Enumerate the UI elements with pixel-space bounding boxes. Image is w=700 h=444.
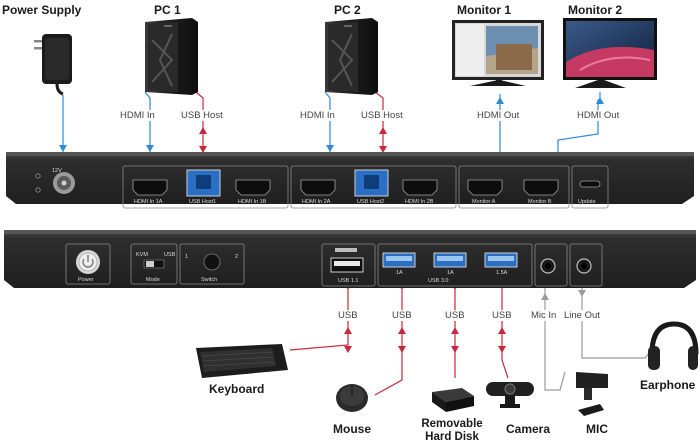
conn-label-hdmi-in-1: HDMI In — [119, 110, 156, 121]
conn-label-line-out: Line Out — [563, 310, 601, 321]
label-mouse: Mouse — [333, 422, 372, 436]
line-keyboard — [289, 286, 349, 351]
label-keyboard: Keyboard — [209, 382, 265, 396]
panel-label-usb-host1: USB Host1 — [189, 199, 217, 205]
label-earphone: Earphone — [640, 378, 696, 392]
front-panel — [4, 230, 696, 288]
monitor1-icon — [452, 20, 544, 86]
mouse-icon — [336, 384, 368, 412]
panel-label-1-5a: 1.5A — [496, 270, 508, 276]
line-mic — [544, 282, 566, 391]
panel-label-monitor-b: Monitor B — [528, 199, 552, 205]
panel-label-usb-3-0: USB 3.0 — [428, 278, 449, 284]
panel-label-switch-1: 1 — [185, 254, 189, 260]
label-pc1: PC 1 — [154, 3, 181, 17]
panel-label-kvm: KVM — [136, 252, 148, 258]
conn-label-usb-host-1: USB Host — [180, 110, 224, 121]
label-monitor1: Monitor 1 — [457, 3, 511, 17]
panel-label-usb-host2: USB Host2 — [357, 199, 385, 205]
panel-label-update: Update — [578, 199, 596, 205]
panel-label-switch: Switch — [201, 277, 218, 283]
panel-label-usb-1-1: USB 1.1 — [338, 278, 359, 284]
conn-label-hdmi-out-1: HDMI Out — [476, 110, 521, 121]
panel-label-switch-2: 2 — [235, 254, 239, 260]
conn-label-hdmi-in-2: HDMI In — [299, 110, 336, 121]
line-pc2-usb — [374, 91, 384, 160]
panel-label-mode: Mode — [146, 277, 160, 283]
line-mouse — [374, 286, 403, 396]
label-power-supply: Power Supply — [2, 3, 82, 17]
connector-markers — [59, 97, 604, 353]
label-mic: MIC — [586, 422, 608, 436]
line-pc1-usb — [195, 91, 204, 160]
back-panel — [6, 152, 694, 209]
conn-label-usb-camera: USB — [491, 310, 513, 321]
conn-label-usb-keyboard: USB — [337, 310, 359, 321]
label-monitor2: Monitor 2 — [568, 3, 622, 17]
panel-label-1a-second: 1A — [447, 270, 454, 276]
conn-label-hdmi-out-2: HDMI Out — [576, 110, 621, 121]
panel-label-monitor-a: Monitor A — [472, 199, 496, 205]
label-camera: Camera — [506, 422, 551, 436]
conn-label-mic-in: Mic In — [530, 310, 558, 321]
keyboard-icon — [196, 344, 288, 378]
panel-label-hdmi-in-2b: HDMI In 2B — [405, 199, 434, 205]
pc2-tower-icon — [325, 18, 378, 95]
connection-lines — [62, 91, 651, 396]
panel-label-hdmi-in-1a: HDMI In 1A — [134, 199, 163, 205]
conn-label-usb-mouse: USB — [391, 310, 413, 321]
microphone-icon — [576, 372, 608, 416]
panel-label-power: Power — [78, 277, 94, 283]
panel-label-hdmi-in-2a: HDMI In 2A — [302, 199, 331, 205]
line-pc1-hdmi — [144, 91, 151, 158]
panel-label-1a-first: 1A — [396, 270, 403, 276]
earphone-icon — [648, 321, 699, 370]
conn-label-usb-host-2: USB Host — [360, 110, 404, 121]
pc1-tower-icon — [145, 18, 198, 95]
line-camera — [501, 270, 509, 379]
power-adapter-icon — [34, 34, 72, 96]
camera-icon — [486, 382, 534, 408]
label-pc2: PC 2 — [334, 3, 361, 17]
hard-disk-icon — [432, 388, 474, 412]
panel-label-usb-mode: USB — [164, 252, 176, 258]
panel-label-12v: 12V — [52, 168, 62, 174]
conn-label-usb-disk: USB — [444, 310, 466, 321]
label-hard-disk: Removable Hard Disk — [421, 418, 483, 443]
line-mon2 — [557, 92, 601, 158]
panel-label-hdmi-in-1b: HDMI In 1B — [238, 199, 267, 205]
monitor2-icon — [563, 18, 657, 88]
line-pc2-hdmi — [324, 91, 331, 158]
